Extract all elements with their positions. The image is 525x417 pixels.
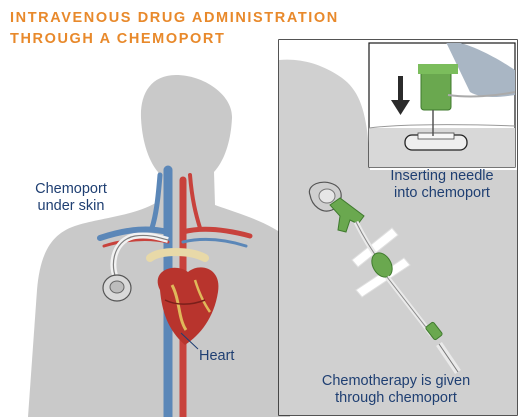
title-line-1: INTRAVENOUS DRUG ADMINISTRATION [10, 10, 339, 26]
needle-inset [368, 42, 516, 168]
label-inserting-line-2: into chemoport [394, 185, 490, 201]
label-chemoport-line-2: under skin [37, 198, 105, 214]
label-chemoport-under-skin: Chemoport under skin [18, 181, 124, 215]
label-inserting-line-1: Inserting needle [390, 168, 494, 184]
label-inserting-needle: Inserting needle into chemoport [369, 168, 515, 202]
syringe-icon [353, 220, 461, 374]
label-heart: Heart [199, 348, 235, 364]
down-arrow-icon [391, 76, 410, 115]
body-silhouette [28, 75, 290, 417]
heart-leader-line [180, 332, 199, 350]
label-chemo-line-2: through chemoport [335, 390, 457, 406]
chemoport-device-icon [102, 274, 132, 302]
label-chemoport-line-1: Chemoport [35, 181, 107, 197]
label-chemo-line-1: Chemotherapy is given [321, 373, 471, 389]
title-line-2: THROUGH A CHEMOPORT [10, 31, 226, 47]
needle-hub-icon [308, 181, 365, 233]
chemoport-catheter [110, 232, 169, 287]
label-chemotherapy-given: Chemotherapy is given through chemoport [296, 373, 496, 407]
heart [157, 267, 219, 345]
